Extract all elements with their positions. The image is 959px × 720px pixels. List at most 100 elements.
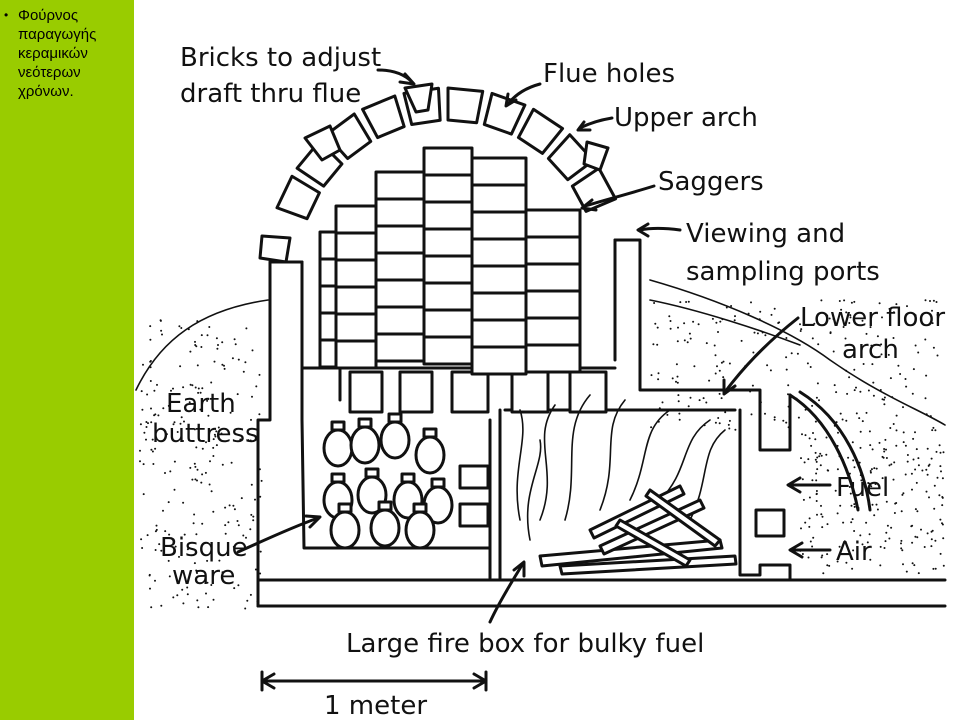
stipple-dot (244, 361, 247, 364)
stipple-dot (254, 568, 257, 571)
stipple-dot (155, 528, 158, 531)
stipple-dot (848, 376, 851, 379)
stipple-dot (233, 508, 236, 511)
stipple-dot (848, 322, 851, 324)
stipple-dot (829, 332, 832, 335)
stipple-dot (851, 518, 854, 521)
stipple-dot (871, 448, 874, 451)
stipple-dot (873, 467, 876, 470)
stipple-dot (895, 303, 898, 306)
stipple-dot (817, 343, 820, 346)
label-lower-floor-line2: arch (842, 335, 899, 365)
stipple-dot (801, 553, 804, 555)
stipple-dot (885, 531, 888, 534)
stipple-dot (251, 395, 253, 398)
stipple-dot (200, 481, 203, 484)
stipple-dot (914, 344, 917, 347)
stipple-dot (928, 496, 930, 499)
stipple-dot (912, 368, 915, 371)
stipple-dot (891, 396, 894, 399)
stipple-dot (881, 477, 884, 480)
stipple-dot (892, 478, 895, 481)
stipple-dot (727, 423, 730, 426)
stipple-dot (259, 572, 262, 575)
kiln-diagram: Bricks to adjust draft thru flue Flue ho… (134, 0, 959, 720)
stipple-dot (820, 556, 823, 559)
stipple-dot (756, 332, 759, 335)
stipple-dot (826, 469, 829, 472)
stipple-dot (141, 547, 144, 549)
stipple-dot (939, 451, 942, 454)
stipple-dot (216, 347, 219, 350)
stipple-dot (198, 439, 201, 442)
stipple-dot (666, 413, 669, 416)
caption-line-3: κεραμικών (18, 45, 88, 62)
stipple-dot (714, 421, 717, 424)
stipple-dot (833, 384, 836, 387)
scale-bar (260, 670, 488, 692)
stipple-dot (718, 422, 721, 425)
stipple-dot (206, 581, 209, 584)
stipple-dot (187, 328, 190, 331)
stipple-dot (932, 346, 935, 349)
stipple-dot (816, 468, 819, 471)
stipple-dot (236, 520, 239, 522)
stipple-dot (151, 438, 154, 441)
stipple-dot (676, 381, 679, 384)
stipple-dot (904, 473, 907, 476)
stipple-dot (785, 356, 788, 359)
stipple-dot (890, 463, 893, 466)
stipple-dot (939, 518, 942, 521)
stipple-dot (803, 461, 806, 464)
stipple-dot (236, 393, 239, 396)
stipple-dot (232, 545, 235, 548)
stipple-dot (815, 460, 818, 463)
stipple-dot (865, 411, 868, 414)
stipple-dot (247, 439, 250, 442)
stipple-dot (656, 343, 659, 346)
stipple-dot (221, 363, 224, 366)
stipple-dot (179, 365, 182, 368)
stipple-dot (902, 406, 904, 409)
stipple-dot (717, 331, 719, 333)
stipple-dot (915, 448, 918, 451)
label-viewing-line2: sampling ports (686, 257, 880, 287)
stipple-dot (875, 503, 878, 506)
stipple-dot (801, 433, 803, 436)
stipple-dot (867, 482, 870, 484)
stipple-dot (869, 444, 872, 447)
stipple-dot (200, 334, 203, 337)
stipple-dot (869, 326, 872, 329)
sagger-stack (374, 170, 426, 363)
stipple-dot (926, 447, 929, 450)
stipple-dot (146, 393, 149, 396)
stipple-dot (881, 455, 884, 458)
stipple-dot (871, 503, 874, 506)
stipple-dot (698, 399, 701, 402)
stipple-dot (815, 396, 818, 399)
stipple-dot (936, 476, 939, 479)
caption-item: • Φούρνος παραγωγής κεραμικών νεότερων χ… (4, 6, 132, 101)
stipple-dot (852, 459, 855, 462)
stipple-dot (826, 523, 829, 526)
stipple-dot (800, 527, 802, 530)
stipple-dot (773, 418, 776, 421)
stipple-dot (851, 567, 854, 570)
stipple-dot (151, 450, 154, 453)
stipple-dot (818, 399, 820, 402)
label-scale: 1 meter (324, 691, 427, 720)
sagger-stack (470, 156, 528, 376)
stipple-dot (843, 540, 846, 543)
stipple-dot (173, 488, 176, 491)
stipple-dot (884, 540, 887, 543)
caption-line-2: παραγωγής (18, 26, 97, 43)
stipple-dot (193, 562, 196, 565)
stipple-dot (862, 363, 865, 365)
stipple-dot (751, 384, 754, 387)
stipple-dot (687, 300, 690, 303)
stipple-dot (836, 560, 839, 563)
stipple-dot (153, 389, 156, 392)
stipple-dot (677, 326, 679, 329)
stipple-dot (724, 411, 727, 414)
stipple-dot (669, 327, 672, 330)
